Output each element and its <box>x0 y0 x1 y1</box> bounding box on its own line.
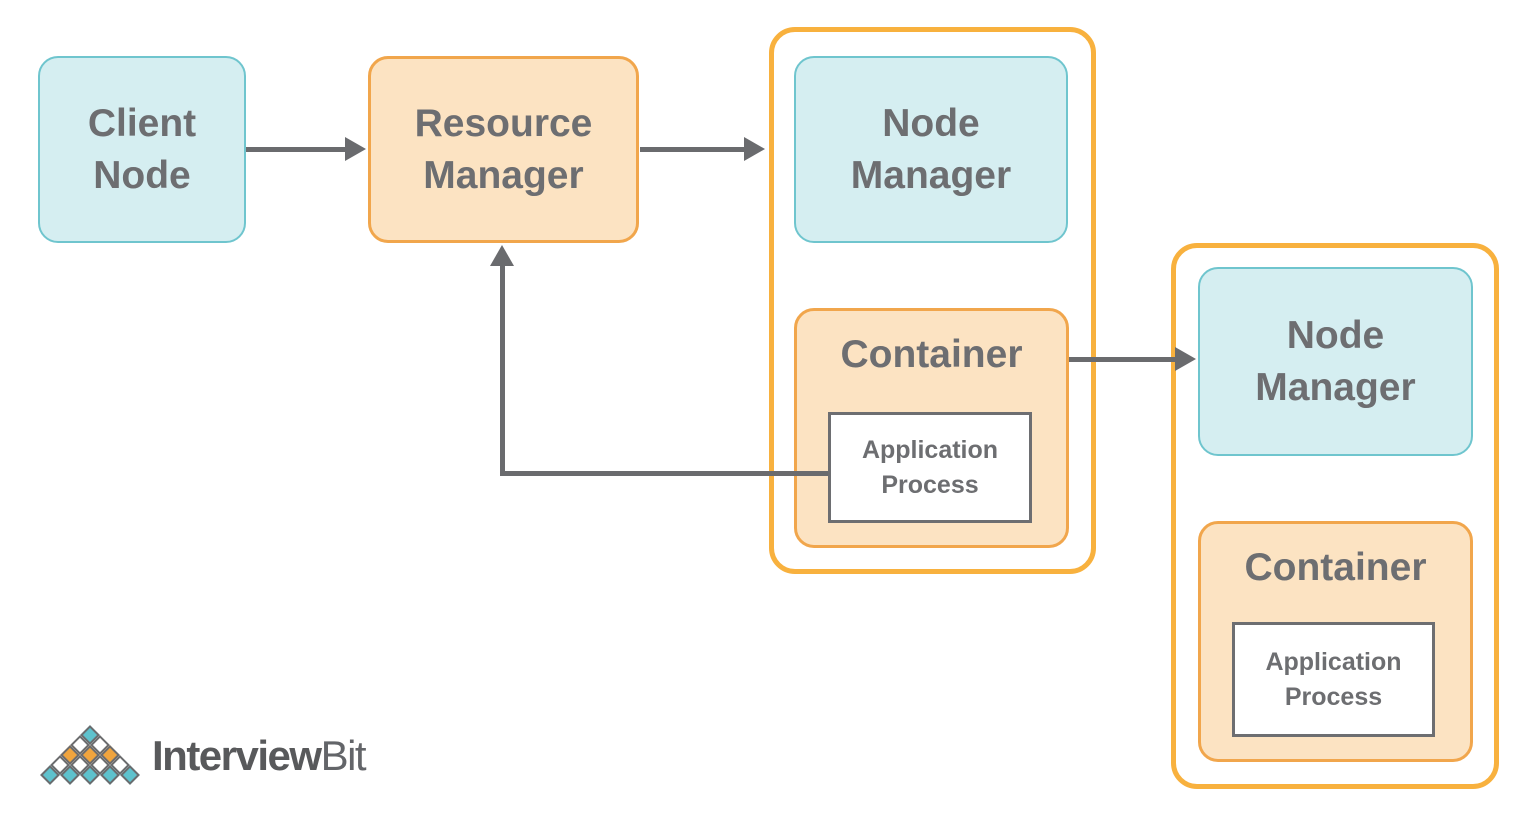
arrow-feedback-horizontal-segment <box>500 471 828 476</box>
interviewbit-logo-text: InterviewBit <box>152 732 367 780</box>
application-process-label-1: Application Process <box>861 435 999 499</box>
arrow-resource-manager-to-node-manager-1 <box>640 147 746 152</box>
interviewbit-logo-mark-icon <box>40 724 140 788</box>
arrowhead-client-to-resource-manager <box>345 137 366 161</box>
application-process-label-2: Application Process <box>1265 647 1402 711</box>
resource-manager-label: Resource Manager <box>414 102 593 197</box>
application-process-box-1: Application Process <box>828 412 1032 523</box>
arrow-client-to-resource-manager <box>246 147 347 152</box>
container-label-1: Container <box>840 333 1023 376</box>
arrowhead-resource-manager-to-node-manager-1 <box>744 137 765 161</box>
node-manager-box-2: Node Manager <box>1198 267 1473 456</box>
container-box-1: Container Application Process <box>794 308 1069 548</box>
interviewbit-logo: InterviewBit <box>40 724 367 788</box>
resource-manager-box: Resource Manager <box>368 56 639 243</box>
client-node-box: Client Node <box>38 56 246 243</box>
node-manager-label-2: Node Manager <box>1255 314 1416 409</box>
logo-text-bold: Interview <box>152 732 322 779</box>
logo-text-light: Bit <box>320 732 367 779</box>
container-box-2: Container Application Process <box>1198 521 1473 762</box>
container-label-2: Container <box>1244 546 1427 589</box>
client-node-label: Client Node <box>87 102 197 197</box>
node-manager-label-1: Node Manager <box>850 102 1012 197</box>
arrow-feedback-vertical-segment <box>500 264 505 476</box>
node-manager-box-1: Node Manager <box>794 56 1068 243</box>
arrowhead-application-process-to-resource-manager <box>490 245 514 266</box>
arrowhead-container-1-to-node-manager-2 <box>1175 347 1196 371</box>
application-process-box-2: Application Process <box>1232 622 1435 737</box>
arrow-container-1-to-node-manager-2 <box>1069 357 1177 362</box>
